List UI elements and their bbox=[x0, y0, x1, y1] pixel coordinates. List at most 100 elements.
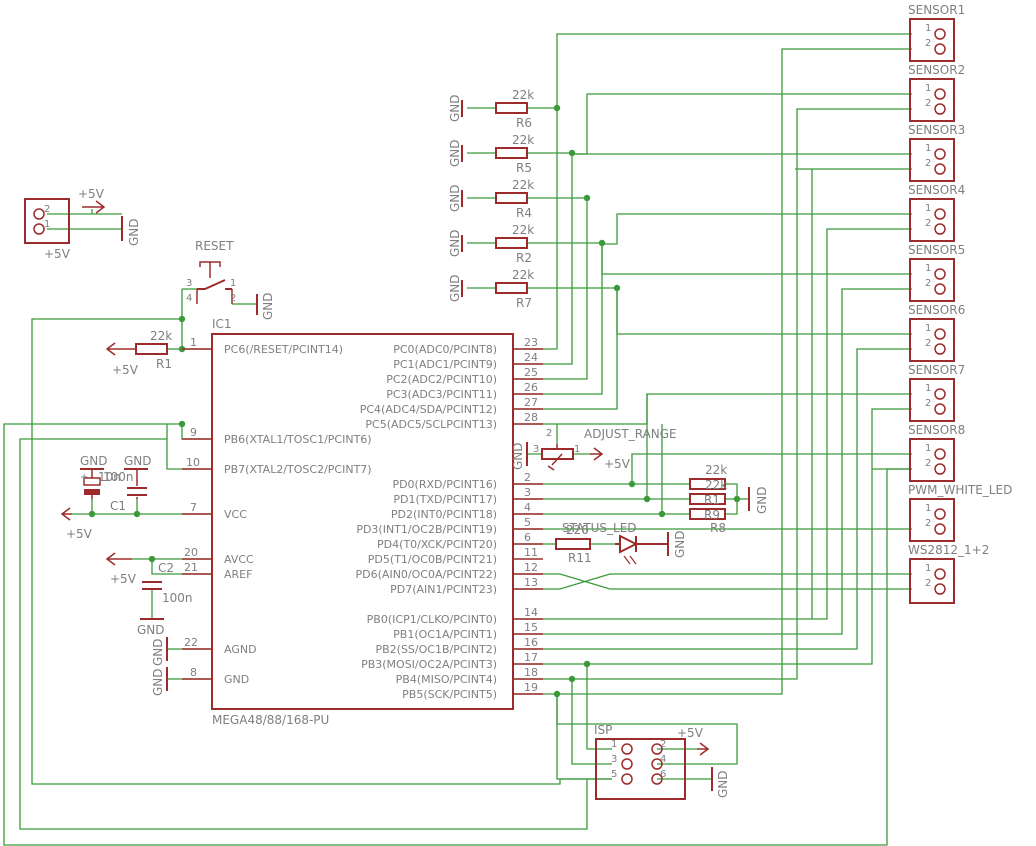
connector-sensor3: SENSOR3 1 2 bbox=[908, 123, 965, 182]
schematic-label: R9 bbox=[704, 508, 720, 522]
ic1-pin-num: 22 bbox=[184, 636, 198, 649]
connector-sensor8: SENSOR8 1 2 bbox=[908, 423, 965, 482]
schematic-label: GND bbox=[716, 770, 730, 798]
resistor-r4: 22k R4 GND bbox=[448, 178, 534, 220]
schematic-label: 1 bbox=[925, 383, 931, 394]
schematic-label: GND bbox=[261, 292, 275, 320]
adjust-range-pot: ADJUST_RANGE 3 2 1 GND +5V bbox=[511, 427, 677, 471]
schematic-label: GND bbox=[448, 274, 462, 302]
capacitor-c2: +5V C2 100n GND bbox=[105, 552, 193, 637]
ic1-pin-name: PC0(ADC0/PCINT8) bbox=[393, 343, 497, 356]
schematic-label: 22k bbox=[512, 133, 534, 147]
schematic-label: 1 bbox=[230, 278, 236, 289]
schematic-label: 22k bbox=[705, 463, 727, 477]
schematic-label: WS2812_1+2 bbox=[908, 543, 989, 557]
schematic-label: 2 bbox=[925, 98, 931, 109]
schematic-label: +5V bbox=[677, 726, 704, 740]
schematic-label: 10n bbox=[98, 470, 121, 484]
schematic-label: +5V bbox=[604, 457, 631, 471]
schematic-label: PWM_WHITE_LED bbox=[908, 483, 1012, 497]
ic1-pin-num: 4 bbox=[524, 501, 531, 514]
ic1-pin-name: PD3(INT1/OC2B/PCINT19) bbox=[356, 523, 497, 536]
ic1-pin-name: AREF bbox=[224, 568, 252, 581]
schematic-label: 1 bbox=[574, 444, 580, 455]
schematic-label: ADJUST_RANGE bbox=[584, 427, 677, 441]
schematic-label: 1 bbox=[925, 23, 931, 34]
connector-sensor1: SENSOR1 1 2 bbox=[908, 3, 965, 62]
schematic-label: 4 bbox=[660, 754, 666, 765]
schematic-label: 2 bbox=[925, 218, 931, 229]
ic1-pin-num: 21 bbox=[184, 561, 198, 574]
ic1-pin-num: 28 bbox=[524, 411, 538, 424]
schematic-label: R5 bbox=[516, 161, 532, 175]
ic1-pin-name: PB5(SCK/PCINT5) bbox=[402, 688, 497, 701]
resistor-r2: 22k R2 GND bbox=[448, 223, 534, 265]
ic1-pin-name: PB2(SS/OC1B/PCINT2) bbox=[375, 643, 497, 656]
schematic-label: GND bbox=[151, 638, 165, 666]
ic1-pin-name: PD2(INT0/PCINT18) bbox=[391, 508, 497, 521]
ic1-pin-name: PC4(ADC4/SDA/PCINT12) bbox=[360, 403, 497, 416]
ic1-pin-num: 26 bbox=[524, 381, 538, 394]
schematic-label: R1 bbox=[704, 493, 720, 507]
ic1-pin-num: 3 bbox=[524, 486, 531, 499]
schematic-label: 1 bbox=[925, 83, 931, 94]
ic1-pin-num: 2 bbox=[524, 471, 531, 484]
connector-column: SENSOR1 1 2 SENSOR2 1 2 SENSOR3 1 2 SENS… bbox=[908, 3, 1012, 604]
schematic-label: R4 bbox=[516, 206, 532, 220]
schematic-label: +5V bbox=[44, 247, 71, 261]
ic1-pin-num: 17 bbox=[524, 651, 538, 664]
schematic-label: 2 bbox=[230, 293, 236, 304]
ic1-pin-num: 19 bbox=[524, 681, 538, 694]
ic1-microcontroller: IC1 MEGA48/88/168-PU 1 PC6(/RESET/PCINT1… bbox=[182, 317, 543, 727]
schematic-label: 2 bbox=[925, 158, 931, 169]
schematic-label: 2 bbox=[925, 458, 931, 469]
schematic-label: SENSOR1 bbox=[908, 3, 965, 17]
ic1-pin-name: PB4(MISO/PCINT4) bbox=[396, 673, 497, 686]
ic1-pin-num: 24 bbox=[524, 351, 538, 364]
schematic-label: 2 bbox=[546, 428, 552, 439]
schematic-label: GND bbox=[448, 184, 462, 212]
schematic-label: R11 bbox=[568, 551, 592, 565]
ic1-pin-num: 20 bbox=[184, 546, 198, 559]
schematic-label: GND bbox=[755, 486, 769, 514]
connector-sensor7: SENSOR7 1 2 bbox=[908, 363, 965, 422]
connector-pwm-white-led: PWM_WHITE_LED 1 2 bbox=[908, 483, 1012, 542]
isp-header: ISP 1 2 3 4 5 6 +5V GND bbox=[594, 723, 730, 800]
sensor-resistors: 22k R6 GND 22k R5 GND 22k R4 GND 22k R2 … bbox=[448, 88, 534, 310]
schematic-label: R1 bbox=[156, 357, 172, 371]
schematic-label: 1 bbox=[925, 563, 931, 574]
status-led: 220 R11 STATUS_LED GND bbox=[555, 521, 687, 565]
schematic-label: +5V bbox=[110, 572, 137, 586]
schematic-label: 1 bbox=[925, 443, 931, 454]
schematic-label: SENSOR6 bbox=[908, 303, 965, 317]
ic1-pin-num: 8 bbox=[190, 666, 197, 679]
schematic-label: GND bbox=[151, 668, 165, 696]
schematic-label: R7 bbox=[516, 296, 532, 310]
ic1-pin-num: 7 bbox=[190, 501, 197, 514]
schematic-label: 4 bbox=[186, 293, 192, 304]
ic1-part: MEGA48/88/168-PU bbox=[212, 713, 329, 727]
ic1-pin-num: 18 bbox=[524, 666, 538, 679]
schematic-label: GND bbox=[127, 218, 141, 246]
schematic-label: GND bbox=[448, 139, 462, 167]
schematic-label: 22k bbox=[512, 268, 534, 282]
ic1-pin-num: 23 bbox=[524, 336, 538, 349]
schematic-label: STATUS_LED bbox=[562, 521, 637, 535]
pd-resistors: 22k 22k R1 R9 R8 GND bbox=[689, 463, 769, 535]
ic1-pin-num: 1 bbox=[190, 336, 197, 349]
ic1-pin-name: PB7(XTAL2/TOSC2/PCINT7) bbox=[224, 463, 372, 476]
ic1-pin-num: 6 bbox=[524, 531, 531, 544]
connector-sensor4: SENSOR4 1 2 bbox=[908, 183, 965, 242]
schematic-label: R2 bbox=[516, 251, 532, 265]
schematic-label: GND bbox=[448, 94, 462, 122]
ic1-pin-name: PD4(T0/XCK/PCINT20) bbox=[377, 538, 497, 551]
schematic-label: 22k bbox=[150, 329, 172, 343]
ic1-pin-num: 13 bbox=[524, 576, 538, 589]
ic1-pin-num: 5 bbox=[524, 516, 531, 529]
ic1-pin-name: PB1(OC1A/PCINT1) bbox=[393, 628, 497, 641]
ic1-pin-num: 10 bbox=[186, 456, 200, 469]
schematic-label: SENSOR4 bbox=[908, 183, 965, 197]
connector-sensor6: SENSOR6 1 2 bbox=[908, 303, 965, 362]
resistor-r6: 22k R6 GND bbox=[448, 88, 534, 130]
